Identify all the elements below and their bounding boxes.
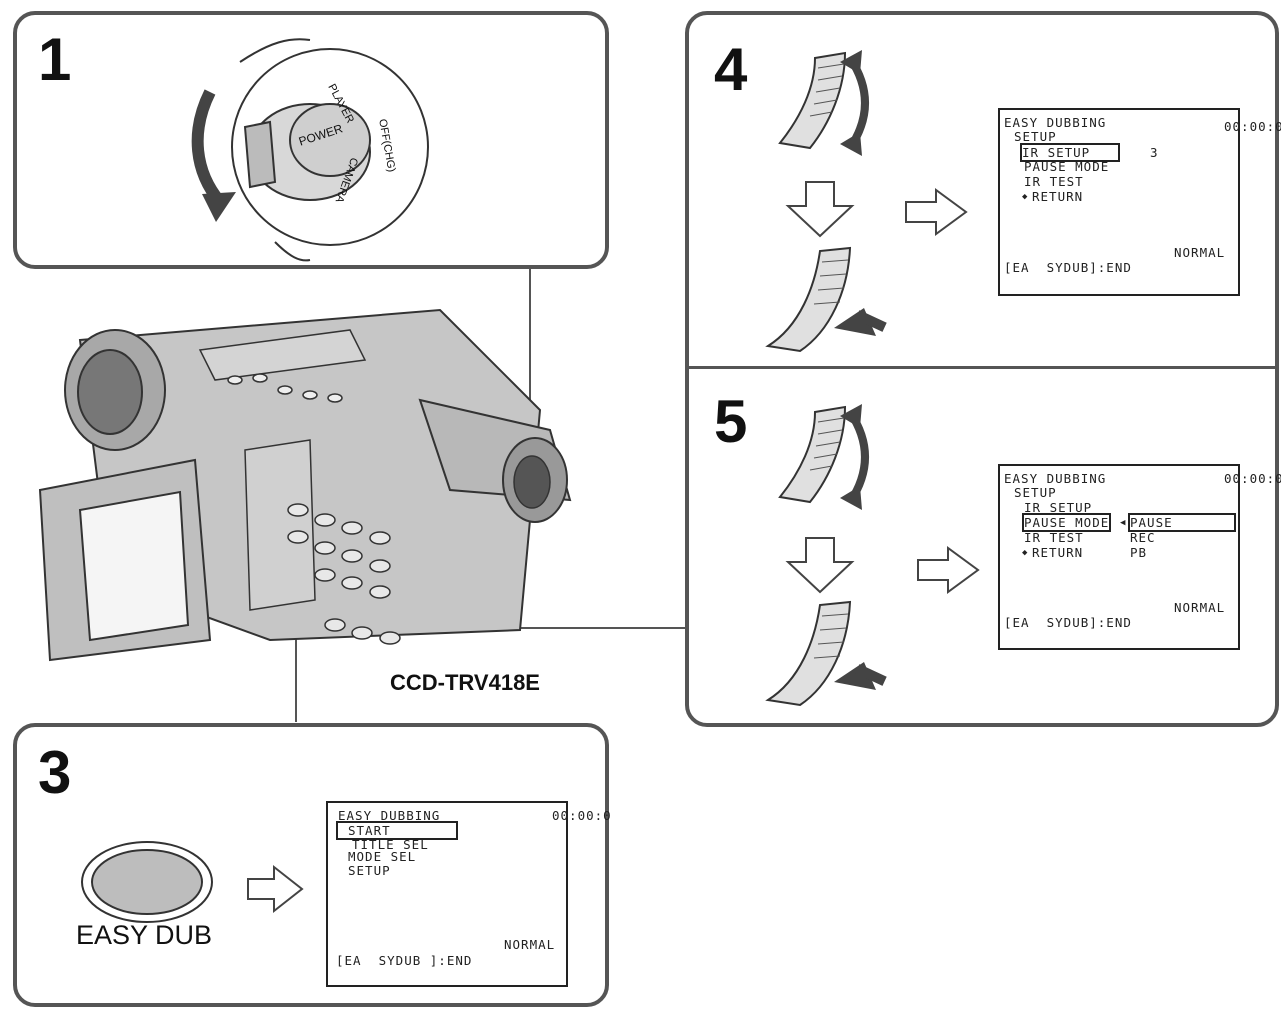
screen3-counter: 00:00:0: [552, 808, 612, 823]
screen3-item-start: START: [336, 821, 458, 840]
menu-screen-step4: EASY DUBBING 00:00:0 SETUP IR SETUP 3 PA…: [998, 108, 1281, 296]
screen4-section: SETUP: [1014, 129, 1057, 144]
screen4-item-return: RETURN: [1032, 189, 1084, 204]
screen5-option-rec: REC: [1130, 530, 1156, 545]
screen3-item-setup: SETUP: [348, 863, 391, 878]
panel-divider: [687, 366, 1277, 369]
screen5-title: EASY DUBBING: [1004, 471, 1107, 486]
power-switch-illustration: [191, 38, 429, 262]
jog-dial-press-icon: [765, 600, 887, 707]
arrow-right-icon: [905, 188, 968, 236]
menu-screen-step5: EASY DUBBING 00:00:0 SETUP IR SETUP PAUS…: [998, 464, 1281, 650]
screen4-item-pause-mode: PAUSE MODE: [1024, 159, 1110, 174]
screen4-return-icon: ◆: [1022, 192, 1029, 202]
screen3-footer: [EA SYDUB ]:END: [336, 953, 473, 968]
camcorder-illustration: [38, 308, 572, 662]
screen5-footer: [EA SYDUB]:END: [1004, 615, 1132, 630]
screen3-status: NORMAL: [504, 937, 556, 952]
screen4-footer: [EA SYDUB]:END: [1004, 260, 1132, 275]
easy-dub-caption: EASY DUB: [76, 920, 213, 950]
screen5-pointer-icon: ◀: [1120, 518, 1127, 528]
screen5-return-icon: ◆: [1022, 548, 1029, 558]
screen5-option-pb: PB: [1130, 545, 1148, 560]
jog-dial-turn-icon: [778, 50, 869, 156]
screen5-item-return: RETURN: [1032, 545, 1084, 560]
screen3-item-title-sel: TITLE SEL: [352, 837, 429, 852]
screen4-status: NORMAL: [1174, 245, 1226, 260]
screen4-title: EASY DUBBING: [1004, 115, 1107, 130]
jog-dial-turn-icon: [778, 404, 869, 510]
jog-dial-press-icon: [765, 246, 887, 353]
camera-model-label: CCD-TRV418E: [390, 670, 540, 695]
arrow-right-icon: [247, 864, 304, 914]
screen5-item-ir-test: IR TEST: [1024, 530, 1084, 545]
step-4-number: 4: [714, 36, 748, 103]
easy-dub-button-icon: [81, 841, 213, 923]
arrow-down-icon: [785, 537, 855, 594]
screen5-section: SETUP: [1014, 485, 1057, 500]
screen5-item-pause-mode: PAUSE MODE: [1021, 513, 1112, 532]
step-5-number: 5: [714, 388, 748, 455]
screen5-option-pause: PAUSE: [1128, 513, 1236, 532]
screen5-status: NORMAL: [1174, 600, 1226, 615]
arrow-right-icon: [917, 546, 980, 594]
screen4-value: 3: [1150, 145, 1159, 160]
screen5-item-ir-setup: IR SETUP: [1024, 500, 1093, 515]
screen4-item-ir-setup: IR SETUP: [1020, 143, 1120, 162]
screen3-title: EASY DUBBING: [338, 808, 441, 823]
screen4-item-ir-test: IR TEST: [1024, 174, 1084, 189]
arrow-down-icon: [785, 181, 855, 238]
step-1-number: 1: [38, 26, 72, 93]
menu-screen-step3: EASY DUBBING 00:00:0 START TITLE SEL MOD…: [326, 801, 611, 987]
screen4-counter: 00:00:0: [1224, 119, 1281, 134]
screen5-counter: 00:00:0: [1224, 471, 1281, 486]
screen3-item-mode-sel: MODE SEL: [348, 849, 417, 864]
step-3-number: 3: [38, 739, 72, 806]
